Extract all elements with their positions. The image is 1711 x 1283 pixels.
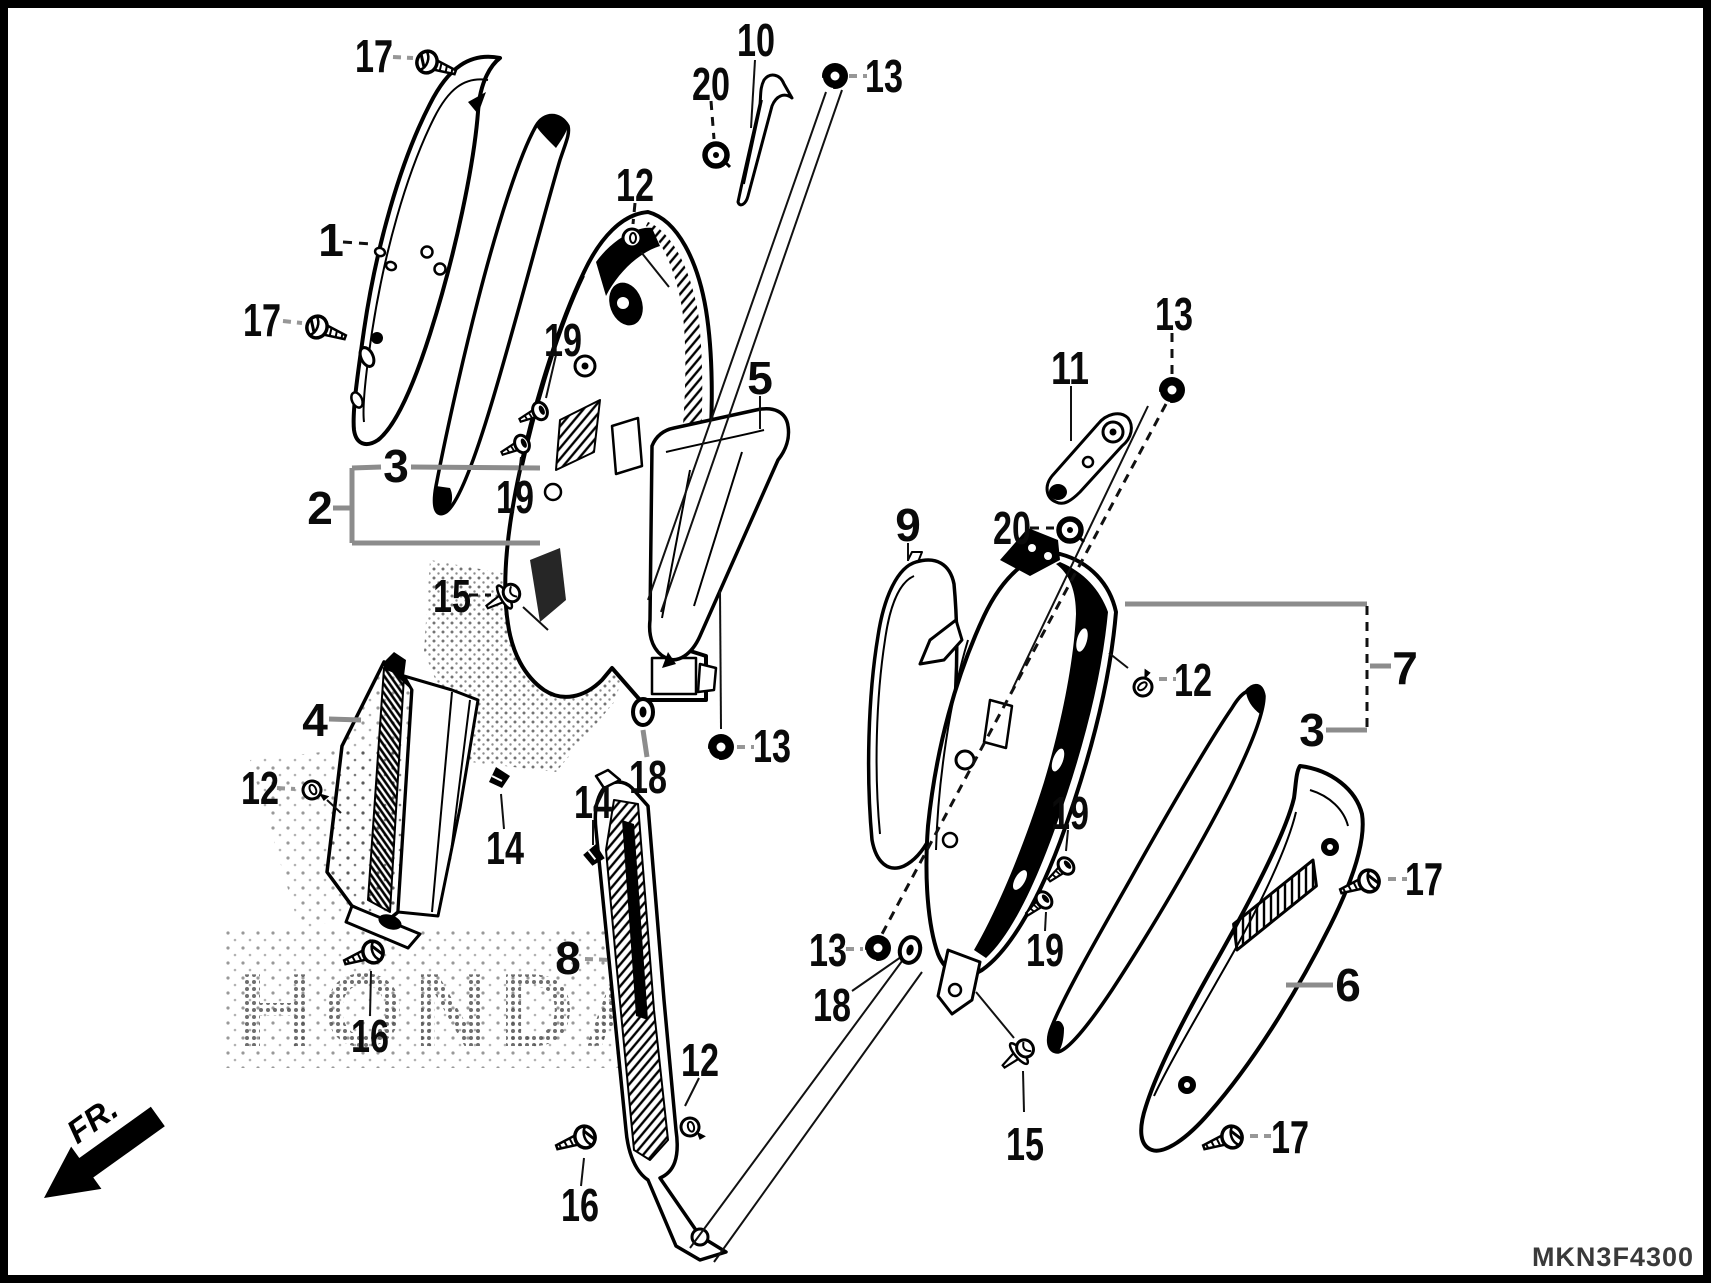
- callout-label-20: 20: [692, 58, 730, 110]
- part-11-stay-right: [1045, 412, 1133, 505]
- flange-nut-icon: [1059, 519, 1084, 542]
- leader-line: [584, 957, 613, 962]
- leader-line: [713, 971, 923, 1263]
- callout-label-11: 11: [1051, 342, 1089, 394]
- callout-label-18: 18: [629, 751, 667, 803]
- part-4-louver-panel: [325, 652, 480, 950]
- grommet-icon: [821, 62, 849, 90]
- callout-label-8: 8: [555, 932, 581, 984]
- callout-label-15: 15: [433, 570, 471, 622]
- callout-label-5: 5: [747, 352, 773, 404]
- part-1-side-cover-left: [350, 54, 502, 447]
- callout-label-17: 17: [1405, 853, 1443, 905]
- part-8-bracket-left: [593, 768, 728, 1262]
- leader-line: [1108, 652, 1129, 669]
- leader-line: [647, 91, 827, 601]
- callout-label-13: 13: [865, 50, 903, 102]
- leader-line: [851, 956, 902, 992]
- leader-line: [660, 89, 843, 613]
- leader-line: [1065, 829, 1069, 852]
- callout-label-6: 6: [1335, 959, 1361, 1011]
- leader-line: [276, 786, 296, 791]
- grommet-icon: [864, 934, 892, 962]
- callout-label-12: 12: [1174, 654, 1212, 706]
- callout-label-20: 20: [993, 502, 1031, 554]
- callout-label-13: 13: [1155, 288, 1193, 340]
- leader-line: [282, 319, 303, 325]
- leader-line: [1022, 1070, 1025, 1113]
- washer-grommet-icon: [631, 697, 655, 727]
- callout-label-15: 15: [1006, 1118, 1044, 1170]
- leader-line: [880, 403, 1168, 935]
- callout-label-19: 19: [496, 471, 534, 523]
- diagram-code: MKN3F4300: [1532, 1242, 1694, 1272]
- leader-line: [689, 956, 906, 1249]
- leader-line: [500, 793, 505, 830]
- callout-label-13: 13: [809, 924, 847, 976]
- callout-label-17: 17: [243, 294, 281, 346]
- leader-line: [709, 100, 716, 140]
- callout-label-13: 13: [753, 720, 791, 772]
- leader-line: [328, 716, 362, 723]
- part-side-cover-inner-right: [918, 528, 1118, 1016]
- part-6-side-cover-right: [1139, 764, 1365, 1153]
- callout-label-14: 14: [574, 776, 612, 828]
- callout-label-19: 19: [544, 314, 582, 366]
- leader-line: [326, 799, 342, 814]
- leader-line: [545, 354, 557, 399]
- leader-line: [517, 456, 522, 483]
- leader-line: [1012, 405, 1149, 689]
- callout-label-9: 9: [895, 499, 921, 551]
- honda-watermark: HONDA: [238, 953, 669, 1069]
- callout-label-16: 16: [561, 1179, 599, 1231]
- leader-line: [1044, 911, 1047, 932]
- callout-label-19: 19: [1051, 787, 1089, 839]
- callout-label-19: 19: [1026, 924, 1064, 976]
- callout-label-12: 12: [616, 159, 654, 211]
- callout-label-17: 17: [355, 30, 393, 82]
- leader-line: [750, 59, 756, 129]
- callout-label-18: 18: [813, 979, 851, 1031]
- callout-label-14: 14: [486, 822, 524, 874]
- callout-label-4: 4: [302, 694, 328, 746]
- callout-label-10: 10: [737, 14, 775, 66]
- leader-line: [684, 1077, 700, 1107]
- leader-line: [719, 590, 722, 730]
- leader-line: [975, 991, 1015, 1039]
- callout-label-12: 12: [241, 762, 279, 814]
- leader-line: [342, 240, 372, 246]
- grommet-icon: [1158, 376, 1186, 404]
- flange-nut-icon: [705, 144, 730, 167]
- leader-line: [369, 970, 372, 1017]
- grommet-icon: [707, 733, 735, 761]
- leader-line: [640, 729, 650, 758]
- leader-line: [351, 464, 382, 471]
- part-10-stay-left: [736, 73, 794, 207]
- leader-lines-layer: [276, 55, 1407, 1263]
- callout-label-3: 3: [383, 440, 409, 492]
- callout-label-16: 16: [351, 1010, 389, 1062]
- part-3-seal-left: [432, 113, 571, 516]
- leader-line: [522, 606, 549, 631]
- leader-line: [392, 55, 414, 60]
- callout-label-12: 12: [681, 1034, 719, 1086]
- callout-label-3: 3: [1299, 704, 1325, 756]
- callout-label-1: 1: [318, 214, 344, 266]
- part-3-seal-right: [1046, 683, 1266, 1054]
- callout-label-2: 2: [307, 482, 333, 534]
- leader-line: [580, 1157, 585, 1187]
- callout-label-17: 17: [1271, 1111, 1309, 1163]
- leader-line: [410, 464, 541, 471]
- leader-line: [640, 251, 670, 288]
- callout-labels-layer: 1711732121919201013515181314144121681216…: [241, 14, 1443, 1231]
- callout-label-7: 7: [1392, 642, 1418, 694]
- leader-line: [631, 202, 637, 225]
- part-5-lid-left: [647, 407, 791, 668]
